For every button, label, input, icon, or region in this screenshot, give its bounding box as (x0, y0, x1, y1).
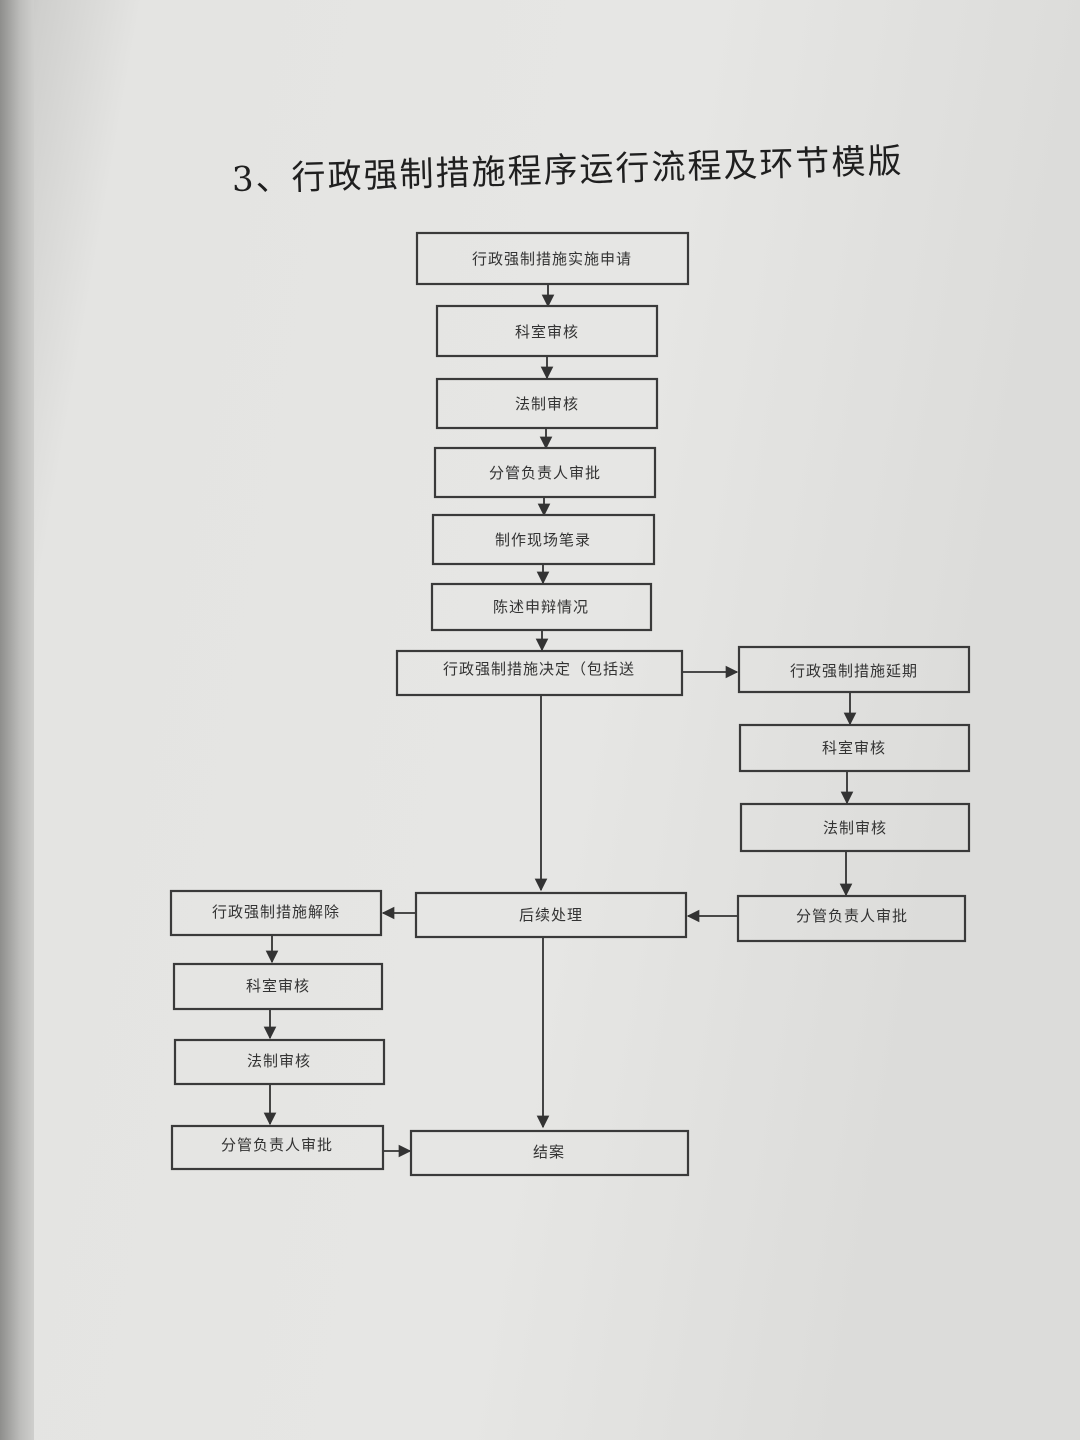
node-label-end: 结案 (533, 1143, 565, 1161)
node-label-n5: 制作现场笔录 (495, 531, 591, 549)
node-label-r3: 法制审核 (823, 819, 887, 837)
node-r3: 法制审核 (739, 802, 971, 853)
node-label-n2: 科室审核 (515, 323, 579, 341)
node-label-n4: 分管负责人审批 (489, 464, 601, 482)
node-l3: 法制审核 (173, 1038, 386, 1086)
node-label-r1: 行政强制措施延期 (790, 662, 918, 680)
node-label-r4: 分管负责人审批 (796, 907, 908, 925)
node-r2: 科室审核 (738, 723, 971, 773)
node-label-l1: 行政强制措施解除 (212, 903, 340, 921)
binding-shadow (0, 0, 34, 1440)
node-end: 结案 (409, 1129, 690, 1177)
node-label-n3: 法制审核 (515, 395, 579, 413)
node-n1: 行政强制措施实施申请 (415, 231, 690, 286)
node-l4: 分管负责人审批 (170, 1124, 385, 1171)
node-label-n7: 行政强制措施决定（包括送 (443, 660, 635, 678)
node-r4: 分管负责人审批 (736, 894, 967, 943)
node-label-l2: 科室审核 (246, 977, 310, 995)
node-l2: 科室审核 (172, 962, 384, 1011)
node-n5: 制作现场笔录 (431, 513, 656, 566)
node-label-r2: 科室审核 (822, 739, 886, 757)
node-n2: 科室审核 (435, 304, 659, 358)
node-m1: 后续处理 (414, 891, 688, 939)
node-label-l4: 分管负责人审批 (221, 1136, 333, 1154)
node-n6: 陈述申辩情况 (430, 582, 653, 632)
edges (263, 284, 857, 1158)
node-r1: 行政强制措施延期 (737, 645, 971, 694)
node-n7: 行政强制措施决定（包括送 (395, 649, 684, 697)
node-l1: 行政强制措施解除 (169, 889, 383, 937)
node-label-n6: 陈述申辩情况 (493, 598, 589, 616)
node-label-l3: 法制审核 (247, 1052, 311, 1070)
node-n4: 分管负责人审批 (433, 446, 657, 499)
node-label-m1: 后续处理 (519, 906, 583, 924)
node-n3: 法制审核 (435, 377, 659, 430)
node-label-n1: 行政强制措施实施申请 (472, 250, 632, 268)
